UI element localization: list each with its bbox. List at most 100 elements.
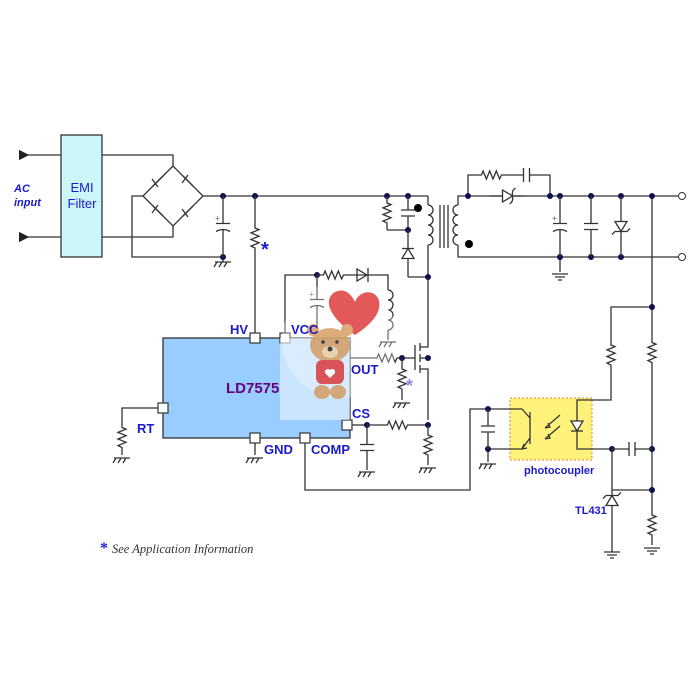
schottky-bar [509, 187, 516, 205]
wire [610, 306, 652, 335]
emi-filter-label-1: EMI [70, 180, 93, 195]
chip-pin [157, 402, 169, 414]
wires [102, 154, 682, 505]
winding [452, 204, 459, 246]
chip-pin [249, 432, 261, 444]
ground-icon [357, 471, 375, 478]
junction-dot [649, 193, 655, 199]
emi-filter-block [60, 134, 103, 258]
resistor [646, 505, 658, 545]
bridge-diode [151, 175, 164, 188]
electrolytic-capacitor [215, 196, 231, 257]
capacitor [584, 196, 598, 257]
resistor [317, 269, 350, 281]
ground-icon [112, 457, 130, 464]
polarity-mark: + [215, 214, 220, 224]
ground-icon [604, 551, 620, 559]
electrolytic-capacitor [309, 275, 325, 330]
junction-dot [425, 274, 431, 280]
wire [576, 375, 612, 412]
footnote-text: See Application Information [112, 542, 254, 556]
winding [387, 289, 394, 331]
wire [467, 174, 478, 196]
diode [501, 188, 514, 204]
junction-dot [547, 193, 553, 199]
vcc-diode [350, 267, 376, 283]
pin-label-hv: HV [230, 322, 248, 337]
wire [576, 440, 612, 450]
components: + + + [18, 149, 686, 559]
resistor [396, 358, 408, 400]
ground-icon [478, 463, 496, 470]
diode [400, 247, 416, 260]
footnote-asterisk: * [100, 540, 108, 557]
capacitor [401, 196, 415, 230]
resistor [249, 196, 261, 280]
wire [457, 245, 682, 258]
resistor [367, 419, 428, 431]
ground-icon [418, 467, 436, 474]
polarity-dot [414, 204, 422, 212]
output-terminal-positive [678, 192, 686, 200]
diode-bar [602, 492, 622, 499]
resistor [422, 425, 434, 465]
electrolytic-capacitor [552, 196, 568, 257]
junction-dot [649, 487, 655, 493]
chip-pin [341, 419, 353, 431]
wire [376, 274, 389, 290]
phototransistor [488, 408, 531, 450]
polarity-dot [465, 240, 473, 248]
resistor [478, 169, 505, 181]
resistor [646, 330, 658, 375]
bridge-rectifier [142, 165, 204, 227]
teddy-bear-sticker [280, 282, 398, 420]
pin-label-rt: RT [137, 421, 154, 436]
junction-dot [465, 193, 471, 199]
ground-icon [644, 547, 660, 555]
polarity-mark: + [552, 214, 557, 224]
ground-icon [392, 402, 410, 409]
ground-icon [245, 457, 263, 464]
resistor [381, 196, 393, 230]
chip-part-number: LD7575 [226, 380, 279, 397]
pin-label-out: OUT [351, 362, 379, 377]
transformer-core [439, 205, 449, 248]
pin-label-vcc: VCC [291, 322, 319, 337]
footnote: * See Application Information [100, 540, 253, 558]
capacitor [612, 442, 652, 456]
diode-bar [611, 228, 631, 235]
capacitor [505, 168, 548, 182]
output-terminal-negative [678, 253, 686, 261]
ground-icon [378, 341, 396, 348]
zener-diode [613, 220, 629, 233]
resistor [605, 335, 617, 375]
ground-icon [552, 273, 568, 281]
chip-pin [249, 332, 261, 344]
capacitor [360, 425, 374, 470]
chip-pin [299, 432, 311, 444]
photocoupler-block [509, 397, 593, 461]
bridge-diode [181, 174, 194, 187]
wire [102, 154, 174, 166]
pin-label-gnd: GND [264, 442, 293, 457]
photocoupler-label: photocoupler [524, 465, 595, 477]
junction-dot [649, 304, 655, 310]
wire [548, 174, 551, 196]
gate-resistor-asterisk: * [406, 376, 413, 396]
chip-pin [279, 332, 291, 344]
polarity-mark: + [309, 290, 314, 300]
wire [121, 407, 158, 420]
junction-dot [425, 355, 431, 361]
light-arrows [544, 414, 561, 440]
pin-labels: HV VCC OUT CS GND COMP RT * [137, 322, 413, 457]
ac-input-label-1: AC [13, 183, 31, 195]
ac-input-label-2: input [14, 197, 42, 209]
diode [569, 420, 585, 433]
resistor [372, 352, 402, 364]
resistor [116, 420, 128, 455]
wire [131, 195, 223, 258]
wire [304, 408, 488, 491]
pin-label-cs: CS [352, 406, 370, 421]
